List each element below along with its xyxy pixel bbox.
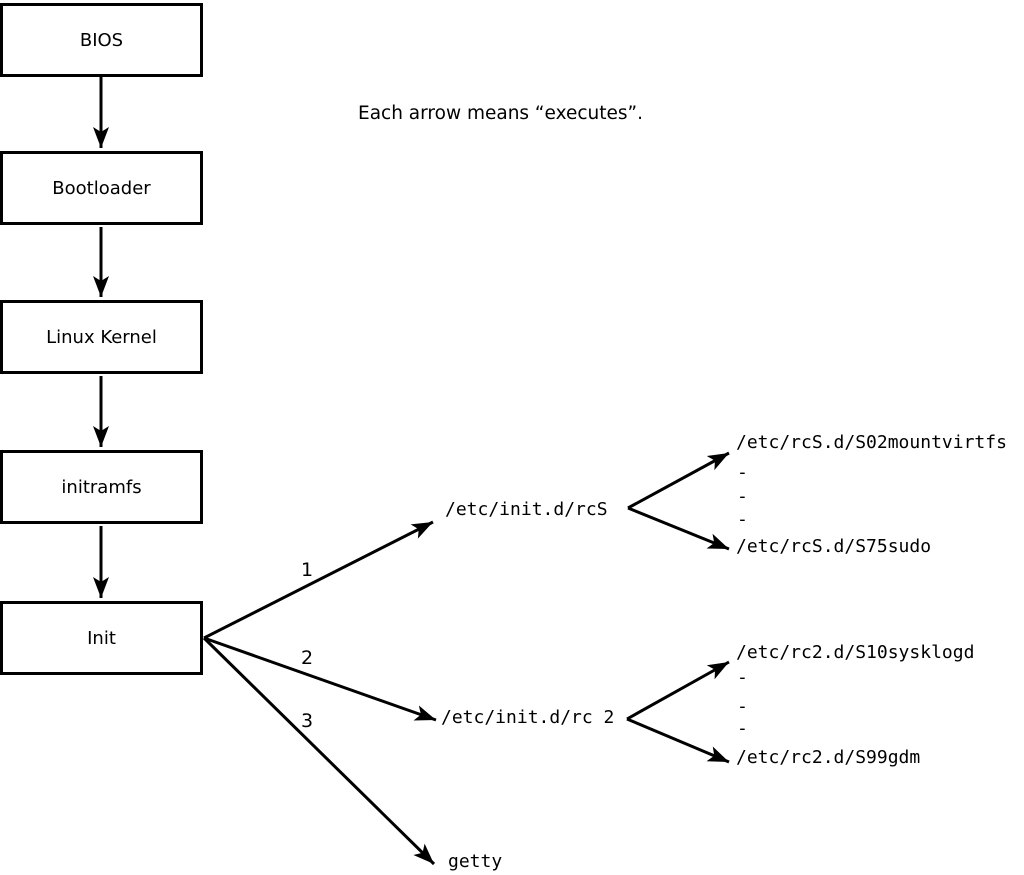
rc2-ellipsis-dash: - <box>737 696 748 717</box>
arrow-rc2-to-s10 <box>626 660 730 721</box>
edge-label-3: 3 <box>301 710 314 732</box>
edge-label-2: 2 <box>301 647 314 669</box>
node-rc2-last-script: /etc/rc2.d/S99gdm <box>736 747 921 768</box>
legend-annotation: Each arrow means “executes”. <box>358 103 643 124</box>
node-bios: BIOS <box>0 3 203 77</box>
node-rcs-script: /etc/init.d/rcS <box>445 499 608 520</box>
node-linux-kernel: Linux Kernel <box>0 300 203 374</box>
node-rc2-script: /etc/init.d/rc 2 <box>441 707 615 728</box>
rcs-ellipsis-dash: - <box>737 509 748 530</box>
node-rcs-last-script: /etc/rcS.d/S75sudo <box>736 536 932 557</box>
node-initramfs: initramfs <box>0 450 203 524</box>
node-rcs-first-script: /etc/rcS.d/S02mountvirtfs <box>736 432 1007 453</box>
rc2-ellipsis-dash: - <box>737 718 748 739</box>
arrow-init-to-getty <box>202 636 436 866</box>
node-rc2-first-script: /etc/rc2.d/S10sysklogd <box>736 642 975 663</box>
arrow-init-to-rcs <box>203 520 434 640</box>
edge-label-1: 1 <box>301 559 314 581</box>
rcs-ellipsis-dash: - <box>737 462 748 483</box>
node-init: Init <box>0 601 203 675</box>
arrow-rcs-to-s75 <box>627 506 730 551</box>
arrow-rcs-to-s02 <box>627 451 730 510</box>
node-bootloader: Bootloader <box>0 151 203 225</box>
arrow-init-to-rc2 <box>203 636 437 722</box>
node-getty: getty <box>448 851 503 872</box>
rc2-ellipsis-dash: - <box>737 667 748 688</box>
rcs-ellipsis-dash: - <box>737 486 748 507</box>
arrow-rc2-to-s99 <box>626 717 730 764</box>
